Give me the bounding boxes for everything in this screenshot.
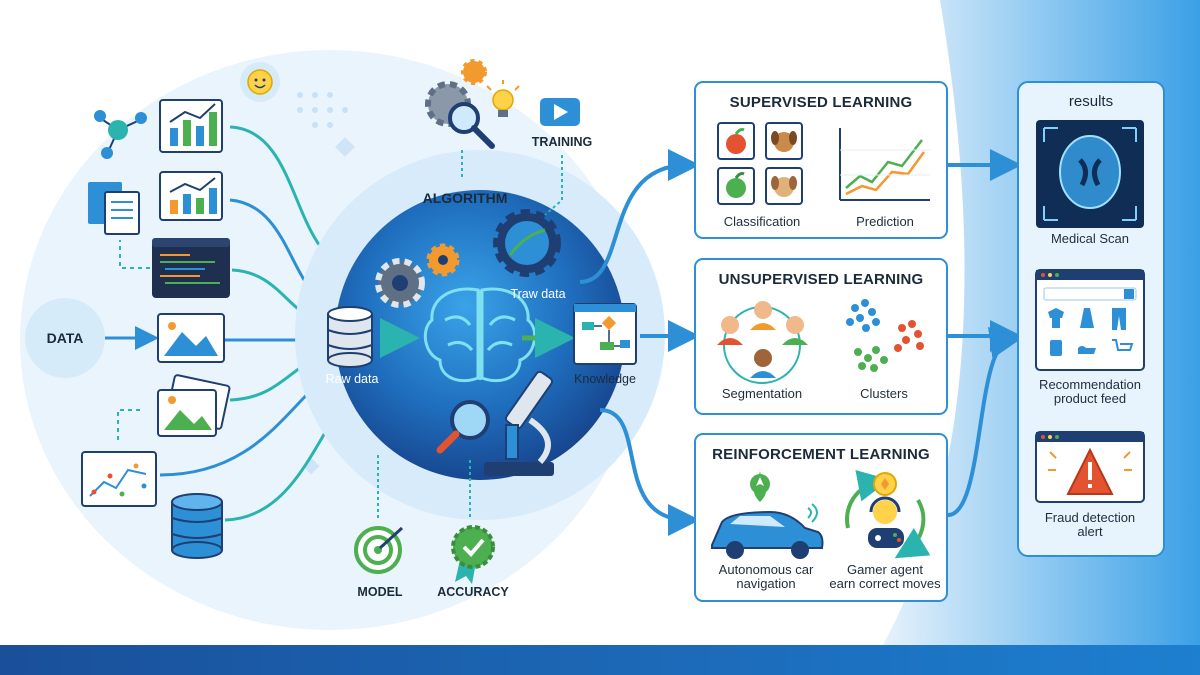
car-caption: Autonomous car navigation: [719, 563, 814, 591]
magnifier-icon: [436, 400, 490, 454]
network-icon: [94, 110, 147, 159]
unsupervised-title: UNSUPERVISED LEARNING: [718, 271, 924, 288]
recommendation-line2: product feed: [1053, 391, 1127, 406]
clusters-label: Clusters: [860, 386, 908, 401]
raw-data-database-icon: [327, 306, 373, 368]
document-icon: [88, 182, 140, 235]
gear-globe-icon: [493, 209, 561, 277]
autonomous-car-icon: [711, 470, 824, 559]
accuracy-label: ACCURACY: [437, 585, 509, 599]
flowchart-window-icon: [573, 303, 637, 365]
award-check-icon: [451, 525, 495, 584]
code-window-icon: [152, 238, 230, 298]
training-label: TRAINING: [531, 135, 593, 149]
footer-bar: [0, 645, 1200, 675]
fraud-alert-window-icon: [1035, 431, 1145, 503]
segmentation-icon: [717, 301, 808, 384]
classification-label: Classification: [723, 214, 801, 229]
decor-diamond: [335, 137, 355, 157]
result-flows: [947, 149, 1022, 517]
bar-chart-icon: [159, 99, 223, 153]
connector: [544, 155, 563, 216]
fraud-line1: Fraud detection: [1044, 510, 1136, 525]
gamer-caption-line2: earn correct moves: [829, 576, 941, 591]
gears-icon: [375, 243, 460, 308]
microscope-icon: [484, 370, 554, 476]
gamer-caption-line1: Gamer agent: [847, 562, 923, 577]
gear-magnifier-icon: [425, 59, 495, 149]
medical-scan-icon: [1036, 120, 1144, 228]
car-caption-line1: Autonomous car: [718, 562, 814, 577]
image-icon: [157, 313, 225, 363]
recommendation-line1: Recommendation: [1039, 377, 1141, 392]
database-icon: [171, 493, 223, 559]
scatter-chart-icon: [81, 451, 157, 507]
segmentation-label: Segmentation: [721, 386, 803, 401]
classification-icon: [717, 122, 803, 205]
data-label: DATA: [46, 330, 84, 346]
video-icon: [540, 98, 580, 126]
results-title: results: [1068, 93, 1114, 110]
fraud-line2: alert: [1077, 524, 1103, 539]
raw-data-label: Raw data: [325, 372, 379, 386]
photos-icon: [157, 374, 231, 437]
output-flows: [579, 149, 700, 536]
knowledge-label: Knowledge: [574, 372, 636, 386]
algorithm-label: ALGORITHM: [422, 190, 508, 206]
fraud-label: Fraud detection alert: [1045, 511, 1135, 539]
data-pill: [25, 298, 105, 378]
line-chart-icon: [159, 171, 223, 221]
brain-icon: [423, 287, 537, 383]
smiley-icon: [240, 62, 280, 102]
model-label: MODEL: [357, 585, 403, 599]
recommendation-label: Recommendation product feed: [1039, 378, 1141, 406]
supervised-title: SUPERVISED LEARNING: [729, 94, 913, 111]
reinforcement-title: REINFORCEMENT LEARNING: [712, 446, 930, 463]
target-icon: [354, 526, 404, 574]
decor-dots: [297, 92, 348, 128]
prediction-chart-icon: [839, 128, 930, 201]
gamer-caption: Gamer agent earn correct moves: [829, 563, 940, 591]
recommendation-window-icon: [1035, 269, 1145, 371]
clusters-icon: [846, 299, 924, 372]
gamer-agent-icon: [845, 469, 931, 559]
medical-scan-label: Medical Scan: [1050, 231, 1130, 246]
lightbulb-icon: [486, 80, 520, 117]
traw-data-label: Traw data: [510, 287, 566, 301]
car-caption-line2: navigation: [736, 576, 796, 591]
prediction-label: Prediction: [856, 214, 914, 229]
